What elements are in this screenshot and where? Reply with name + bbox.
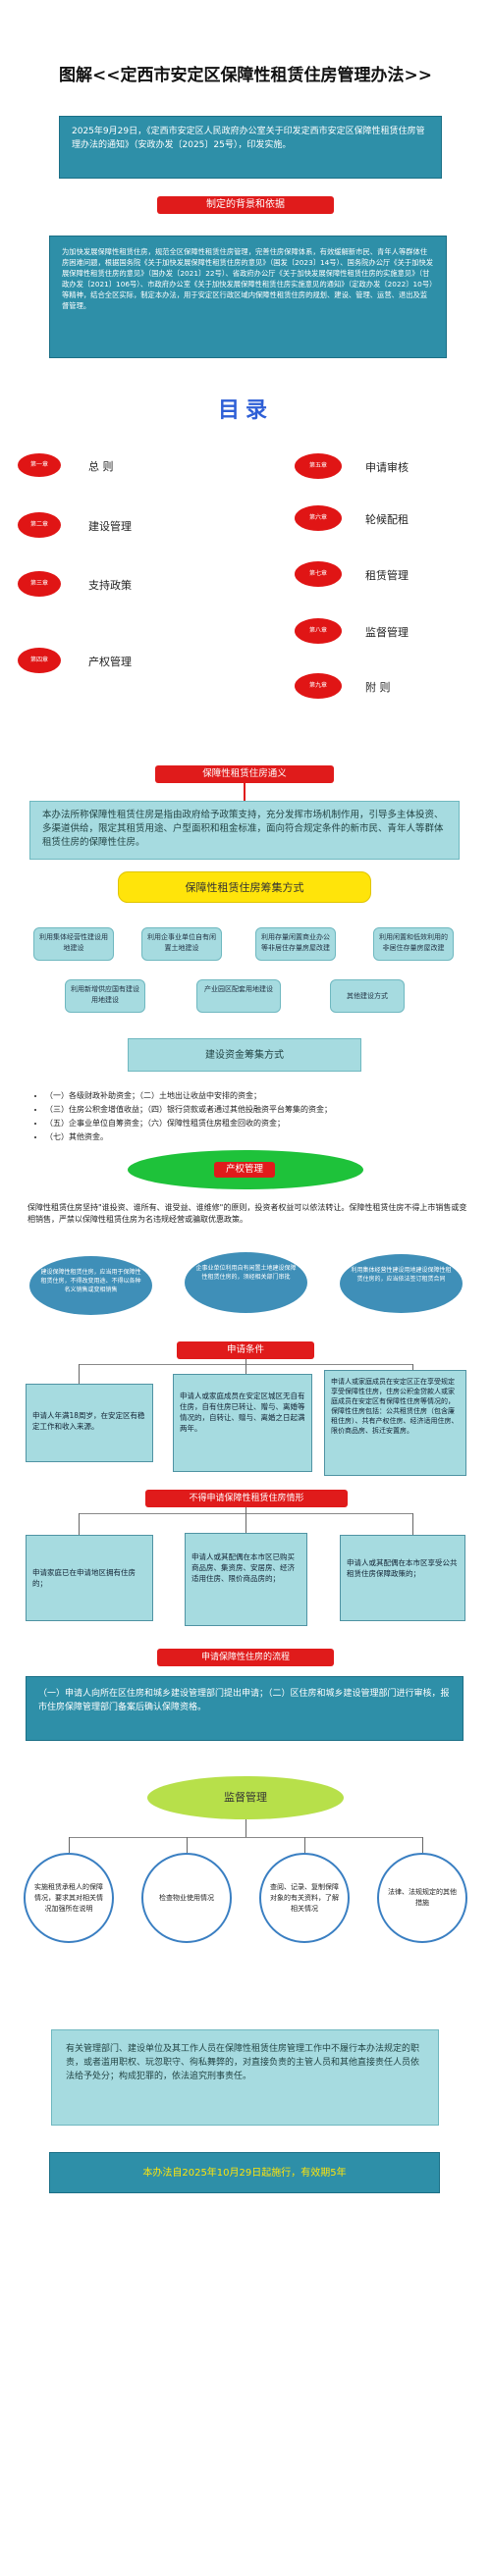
- toc-chapter-badge: 第七章: [295, 561, 342, 587]
- property-item: 利用集体经营性建设用地建设保障性租赁住房的，应当依法签订租赁合同: [340, 1254, 463, 1313]
- fund-item: （一）各级财政补助资金；（二）土地出让收益中安排的资金；: [45, 1089, 473, 1103]
- connector-line: [69, 1837, 422, 1838]
- toc-item-label: 租赁管理: [365, 569, 409, 582]
- connector-line: [244, 783, 246, 801]
- connector-line: [69, 1837, 70, 1853]
- raise-method: 其他建设方式: [330, 979, 405, 1013]
- not-allowed-item: 申请人或其配偶在本市区享受公共租赁住房保障政策的；: [340, 1535, 465, 1621]
- apply-item: 申请人年满18周岁，在安定区有稳定工作和收入来源。: [26, 1384, 153, 1462]
- property-item: 建设保障性租赁住房，应当用于保障性租赁住房，不得改变用途、不得以各种名义销售或变…: [29, 1256, 152, 1315]
- property-item: 企事业单位利用自有闲置土地建设保障性租赁住房的，须经相关部门审批: [185, 1252, 307, 1313]
- toc-chapter-badge: 第八章: [295, 618, 342, 644]
- toc-chapter-badge: 第五章: [295, 453, 342, 479]
- page-title: 图解<<定西市安定区保障性租赁住房管理办法>>: [59, 66, 432, 85]
- connector-line: [412, 1513, 413, 1535]
- toc-item-label: 轮候配租: [365, 513, 409, 526]
- fund-item: （三）住房公积金增值收益；（四）银行贷款或者通过其他投融资平台筹集的资金；: [45, 1103, 473, 1117]
- effective-text: 本办法自2025年10月29日起施行，有效期5年: [49, 2152, 440, 2193]
- raise-method: 利用新增供应国有建设用地建设: [65, 979, 145, 1013]
- apply-item: 申请人或家庭成员在安定区城区无自有住房，自有住房已转让、赠与、离婚等情况的，自转…: [173, 1374, 312, 1472]
- fund-item: （七）其他资金。: [45, 1130, 473, 1144]
- toc-chapter-badge: 第六章: [295, 505, 342, 531]
- toc-chapter-badge: 第一章: [18, 453, 61, 477]
- process-label: 申请保障性住房的流程: [157, 1649, 334, 1666]
- toc-item-label: 申请审核: [365, 461, 409, 474]
- raise-method: 利用集体经营性建设用地建设: [33, 927, 114, 961]
- toc-chapter-badge: 第九章: [295, 673, 342, 699]
- not-allowed-item: 申请家庭已在申请地区拥有住房的；: [26, 1535, 153, 1621]
- toc-item-label: 建设管理: [88, 520, 132, 533]
- raise-label: 保障性租赁住房筹集方式: [118, 871, 371, 903]
- toc-chapter-badge: 第二章: [18, 512, 61, 538]
- funds-label: 建设资金筹集方式: [128, 1038, 361, 1072]
- supervise-item: 实施租赁承租人的保障情况，要求其对相关情况加强所在说明: [24, 1853, 114, 1943]
- raise-method: 产业园区配套用地建设: [196, 979, 281, 1013]
- toc-item-label: 总 则: [88, 460, 114, 473]
- raise-method: 利用闲置和低效利用的非居住存量房屋改建: [373, 927, 454, 961]
- toc-chapter-badge: 第三章: [18, 571, 61, 597]
- connector-line: [187, 1837, 188, 1853]
- property-label: 产权管理: [214, 1162, 275, 1178]
- supervise-item: 法律、法规规定的其他措施: [377, 1853, 467, 1943]
- toc-title: 目录: [217, 398, 273, 423]
- connector-line: [422, 1837, 423, 1853]
- supervise-item: 检查物业使用情况: [141, 1853, 232, 1943]
- toc-item-label: 附 则: [365, 681, 391, 694]
- raise-method: 利用存量闲置商业办公等非居住存量房屋改建: [255, 927, 336, 961]
- supervise-label: 监督管理: [147, 1776, 344, 1819]
- penalty-text: 有关管理部门、建设单位及其工作人员在保障性租赁住房管理工作中不履行本办法规定的职…: [51, 2029, 439, 2126]
- background-text: 为加快发展保障性租赁住房，规范全区保障性租赁住房管理，完善住房保障体系，有效缓解…: [49, 236, 447, 358]
- apply-label: 申请条件: [177, 1341, 314, 1359]
- process-text: （一）申请人向所在区住房和城乡建设管理部门提出申请；（二）区住房和城乡建设管理部…: [26, 1676, 464, 1741]
- connector-line: [304, 1837, 305, 1853]
- raise-method: 利用企事业单位自有闲置土地建设: [141, 927, 222, 961]
- apply-item: 申请人或家庭成员在安定区正在享受规定享受保障性住房，住房公积金贷款人或家庭成员在…: [324, 1370, 466, 1476]
- toc-item-label: 支持政策: [88, 579, 132, 592]
- not-allowed-item: 申请人或其配偶在本市区已购买商品房、集资房、安居房、经济适用住房、限价商品房的；: [185, 1533, 307, 1626]
- fund-item: （五）企事业单位自筹资金；（六）保障性租赁住房租金回收的资金；: [45, 1117, 473, 1130]
- supervise-item: 查阅、记录、复制保障对象的有关资料，了解相关情况: [259, 1853, 350, 1943]
- toc-item-label: 产权管理: [88, 656, 132, 668]
- definition-text: 本办法所称保障性租赁住房是指由政府给予政策支持，充分发挥市场机制作用，引导多主体…: [29, 801, 460, 860]
- toc-chapter-badge: 第四章: [18, 648, 61, 673]
- connector-line: [79, 1513, 80, 1535]
- background-label: 制定的背景和依据: [157, 196, 334, 214]
- definition-label: 保障性租赁住房通义: [155, 765, 334, 783]
- funds-list: （一）各级财政补助资金；（二）土地出让收益中安排的资金； （三）住房公积金增值收…: [31, 1089, 473, 1144]
- toc-item-label: 监督管理: [365, 626, 409, 639]
- property-text: 保障性租赁住房坚持"谁投资、谁所有、谁受益、谁维修"的原则，投资者权益可以依法转…: [27, 1203, 467, 1224]
- connector-line: [79, 1364, 80, 1384]
- not-allowed-label: 不得申请保障性租赁住房情形: [145, 1490, 348, 1507]
- intro-box: 2025年9月29日，《定西市安定区人民政府办公室关于印发定西市安定区保障性租赁…: [59, 116, 442, 179]
